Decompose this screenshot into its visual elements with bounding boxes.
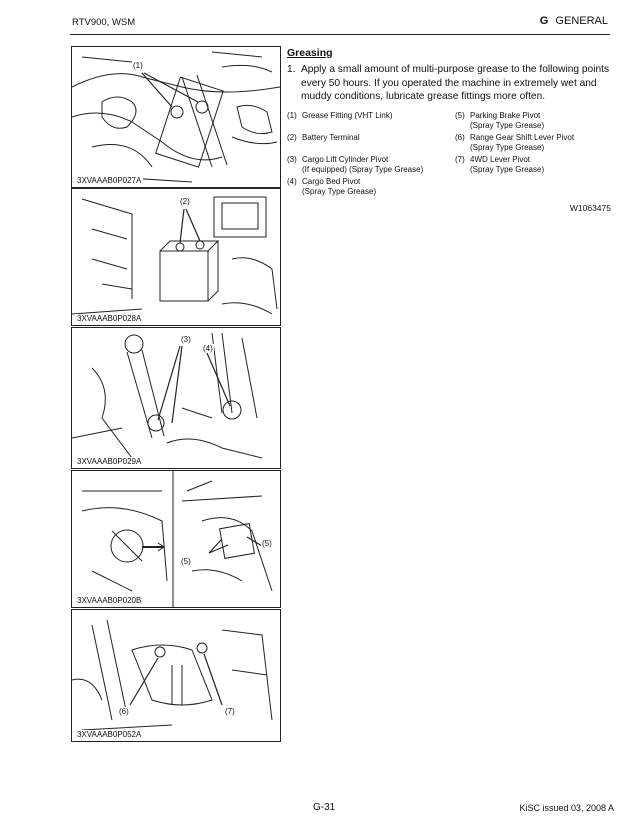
issue-info: KiSC issued 03, 2008 A (519, 803, 614, 813)
legend-text: Cargo Lift Cylinder Pivot (302, 154, 389, 164)
parts-legend: (1) Grease Fitting (VHT Link) (5) Parking … (287, 111, 611, 198)
legend-text: Range Gear Shift Lever Pivot (470, 132, 575, 142)
legend-item: (4) Cargo Bed Pivot(Spray Type Grease) (287, 177, 455, 198)
figure-parking-brake-pivot: (5) (5) 3XVAAAB0P020B (71, 470, 281, 608)
header-left: RTV900, WSM (72, 17, 136, 28)
callout-7: (7) (224, 707, 236, 716)
legend-text: Battery Terminal (302, 132, 360, 142)
legend-text: Parking Brake Pivot (470, 110, 541, 120)
section-letter: G (539, 15, 549, 27)
callout-1: (1) (132, 61, 144, 70)
figure-illustration (72, 332, 263, 459)
legend-item: (3) Cargo Lift Cylinder Pivot(If equipped… (287, 155, 455, 176)
figure-code: 3XVAAAB0P027A (75, 176, 144, 185)
legend-sub: (Spray Type Grease) (470, 165, 545, 174)
figure-shift-lever-pivots: (6) (7) 3XVAAAB0P052A (71, 609, 281, 742)
legend-num: (4) (287, 176, 297, 186)
legend-item: (7) 4WD Lever Pivot(Spray Type Grease) (455, 155, 611, 176)
legend-text: Cargo Bed Pivot (302, 176, 361, 186)
callout-4: (4) (202, 344, 214, 353)
figure-vht-link: (1) 3XVAAAB0P027A (71, 46, 281, 188)
step-number: 1. (287, 64, 296, 75)
callout-3: (3) (180, 335, 192, 344)
reference-code: W1063475 (569, 202, 611, 213)
legend-item: (6) Range Gear Shift Lever Pivot(Spray Ty… (455, 133, 611, 154)
figure-code: 3XVAAAB0P028A (75, 314, 144, 323)
header-rule (70, 34, 610, 35)
legend-sub: (Spray Type Grease) (302, 187, 377, 196)
legend-text: Grease Fitting (VHT Link) (302, 110, 393, 120)
legend-num: (2) (287, 132, 297, 142)
section-title: Greasing (287, 47, 333, 59)
legend-sub: (Spray Type Grease) (470, 143, 545, 152)
figure-cargo-lift-pivots: (3) (4) 3XVAAAB0P029A (71, 327, 281, 469)
figure-illustration (72, 619, 273, 731)
legend-sub: (Spray Type Grease) (470, 121, 545, 130)
greasing-section: Greasing 1. Apply a small amount of mult… (287, 47, 611, 213)
figure-code: 3XVAAAB0P052A (75, 730, 144, 739)
legend-num: (7) (455, 154, 465, 164)
legend-num: (3) (287, 154, 297, 164)
legend-item: (5) Parking Brake Pivot(Spray Type Grease… (455, 111, 611, 132)
section-name: GENERAL (555, 15, 608, 27)
figure-illustration (81, 471, 273, 607)
figure-illustration (72, 51, 280, 183)
legend-sub: (If equipped) (Spray Type Grease) (302, 165, 424, 174)
legend-text: 4WD Lever Pivot (470, 154, 531, 164)
legend-num: (6) (455, 132, 465, 142)
figure-code: 3XVAAAB0P020B (75, 596, 144, 605)
figure-battery-terminal: (2) 3XVAAAB0P028A (71, 188, 281, 326)
callout-6: (6) (118, 707, 130, 716)
legend-num: (1) (287, 110, 297, 120)
legend-item: (1) Grease Fitting (VHT Link) (287, 111, 455, 132)
step-1: 1. Apply a small amount of multi-purpose… (287, 63, 611, 104)
legend-item: (2) Battery Terminal (287, 133, 455, 154)
callout-2: (2) (179, 197, 191, 206)
page-number: G-31 (313, 802, 336, 813)
callout-5b: (5) (180, 557, 192, 566)
step-text: Apply a small amount of multi-purpose gr… (301, 64, 610, 102)
header-right: G GENERAL (540, 15, 608, 27)
figure-code: 3XVAAAB0P029A (75, 457, 144, 466)
legend-num: (5) (455, 110, 465, 120)
callout-5a: (5) (261, 539, 273, 548)
figure-illustration (72, 196, 278, 315)
